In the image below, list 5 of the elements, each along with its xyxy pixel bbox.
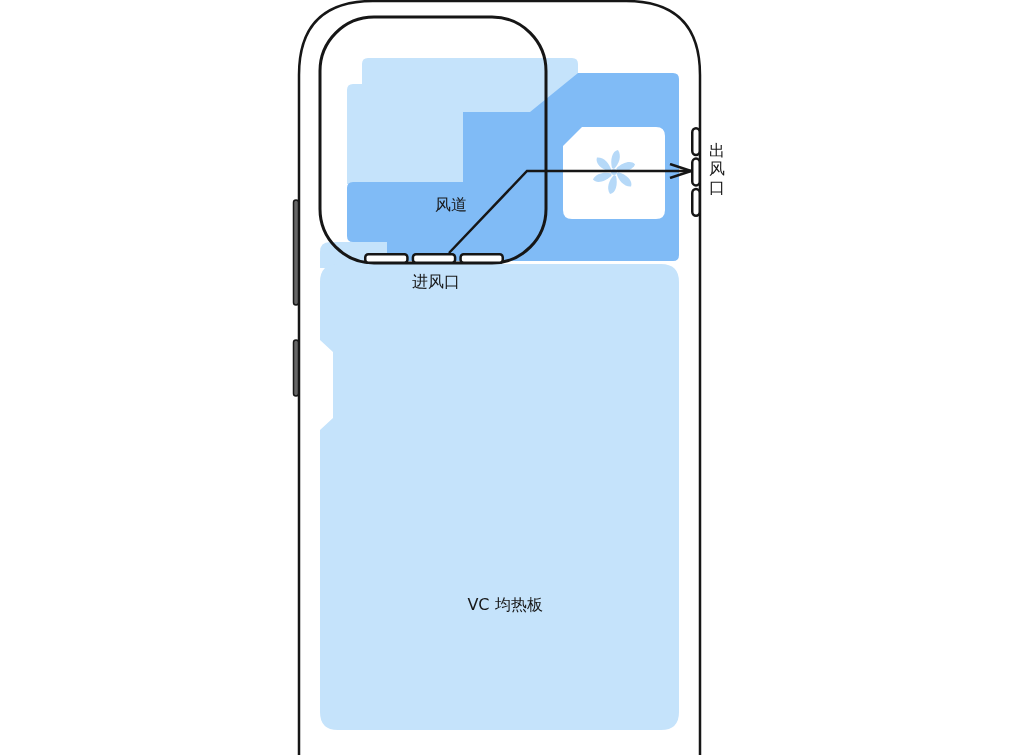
panel-label: VC 均热板 [467,597,543,613]
vent-label: 出风口 [709,142,725,198]
duct-label: 风道 [435,197,467,213]
flow-arrow [448,162,693,254]
vent-label: 进风口 [412,274,460,290]
